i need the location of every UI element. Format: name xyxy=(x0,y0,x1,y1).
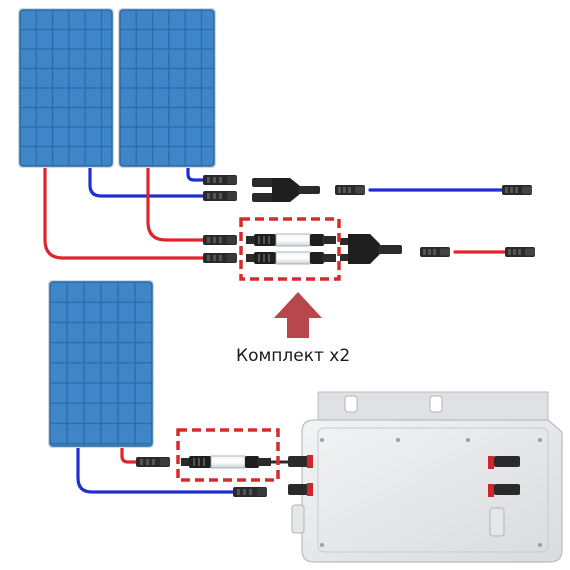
wire-red-panel-c xyxy=(120,446,140,464)
mc4-connector-icon xyxy=(335,185,365,195)
inline-fuse-icon xyxy=(245,233,337,265)
kit-highlight-top xyxy=(239,217,341,281)
mc4-connector-red-icon xyxy=(420,247,450,257)
solar-panel-top-left xyxy=(18,8,114,168)
wire-red-panel-a xyxy=(43,166,207,260)
mc4-connector-bottom-icon xyxy=(136,457,170,467)
y-branch-connector-icon xyxy=(252,178,320,202)
wire-red-panel-b xyxy=(146,166,207,242)
kit-caption: Комплект x2 xyxy=(236,346,351,366)
mc4-connector-bottom-blue-icon xyxy=(233,487,267,497)
solar-panel-top-right xyxy=(118,8,216,168)
arrow-up-icon xyxy=(274,292,322,338)
microinverter-icon xyxy=(288,391,563,563)
mc4-connector-end-icon xyxy=(502,185,532,195)
kit-highlight-bottom xyxy=(176,428,280,482)
wires xyxy=(43,166,507,494)
mc4-connector-icons xyxy=(203,175,237,263)
solar-panel-bottom xyxy=(48,280,154,448)
wire-blue-panel-a xyxy=(88,166,207,198)
wire-blue-panel-b xyxy=(186,166,207,182)
y-branch-connector-red-icon xyxy=(340,234,402,264)
inline-fuse-bottom-icon xyxy=(180,455,272,469)
wire-blue-panel-c xyxy=(76,446,237,494)
mc4-connector-red-end-icon xyxy=(505,247,535,257)
